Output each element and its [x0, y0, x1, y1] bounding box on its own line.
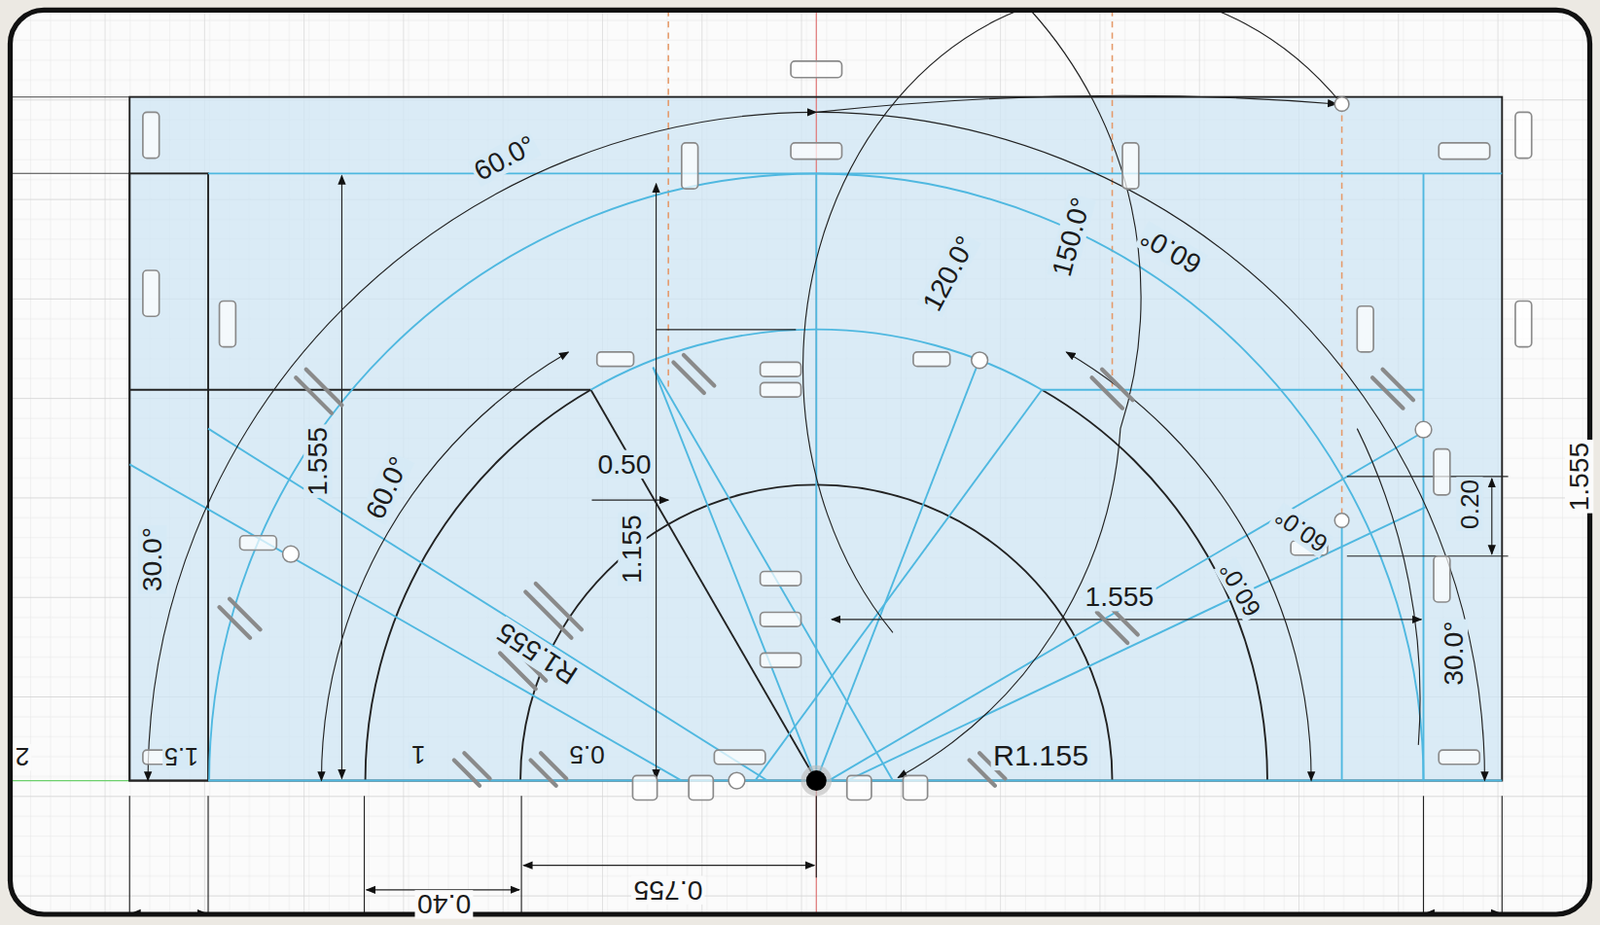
axis-line — [9, 173, 130, 175]
dimension-label: 120.0° — [916, 229, 982, 318]
axis-line — [9, 96, 130, 98]
parallel-glyph — [219, 355, 1414, 786]
dimension-label: 0.5 — [567, 742, 607, 770]
frame — [9, 9, 1590, 915]
profile-fill — [129, 97, 1502, 782]
constraint-glyph — [142, 61, 1532, 801]
dimension-label: 1.555 — [1564, 439, 1595, 513]
dimension-label: 60.0° — [1268, 502, 1334, 560]
dimension-label: R1.155 — [991, 739, 1091, 771]
dimension-label: 1.5 — [162, 744, 201, 770]
dimension-label: 0.755 — [632, 875, 706, 905]
dimension-label: 1.555 — [303, 425, 333, 498]
dimension-label: 30.0° — [138, 525, 168, 595]
axis-line — [9, 780, 130, 782]
dimension-label: 60.0° — [359, 450, 416, 526]
dimension-label: 60.0° — [1212, 556, 1267, 623]
dimension-label: 30.0° — [1439, 618, 1469, 688]
dimension-label: 2 — [13, 744, 33, 772]
dimension-label: 1 — [409, 742, 428, 770]
dimension-line — [129, 9, 1508, 915]
dimension-label: R1.555 — [491, 615, 585, 691]
dimension-label: 60.0° — [467, 129, 542, 187]
dimension-label: 60.0° — [1134, 219, 1209, 280]
sketch-point — [283, 97, 1432, 789]
origin-point — [806, 770, 827, 791]
construction-line — [668, 9, 1342, 521]
canvas — [9, 9, 1590, 915]
dimension-label: 0.50 — [595, 449, 653, 479]
dimension-label: 1.155 — [618, 512, 648, 586]
origin-halo — [801, 765, 832, 796]
profile-outline — [129, 97, 1502, 782]
dimension-label: 150.0° — [1046, 192, 1097, 282]
dimension-label: 0.40 — [415, 889, 473, 920]
grid — [9, 9, 1590, 915]
dimension-label: 1.555 — [1082, 582, 1156, 612]
dimension-label: 0.20 — [1456, 477, 1484, 532]
